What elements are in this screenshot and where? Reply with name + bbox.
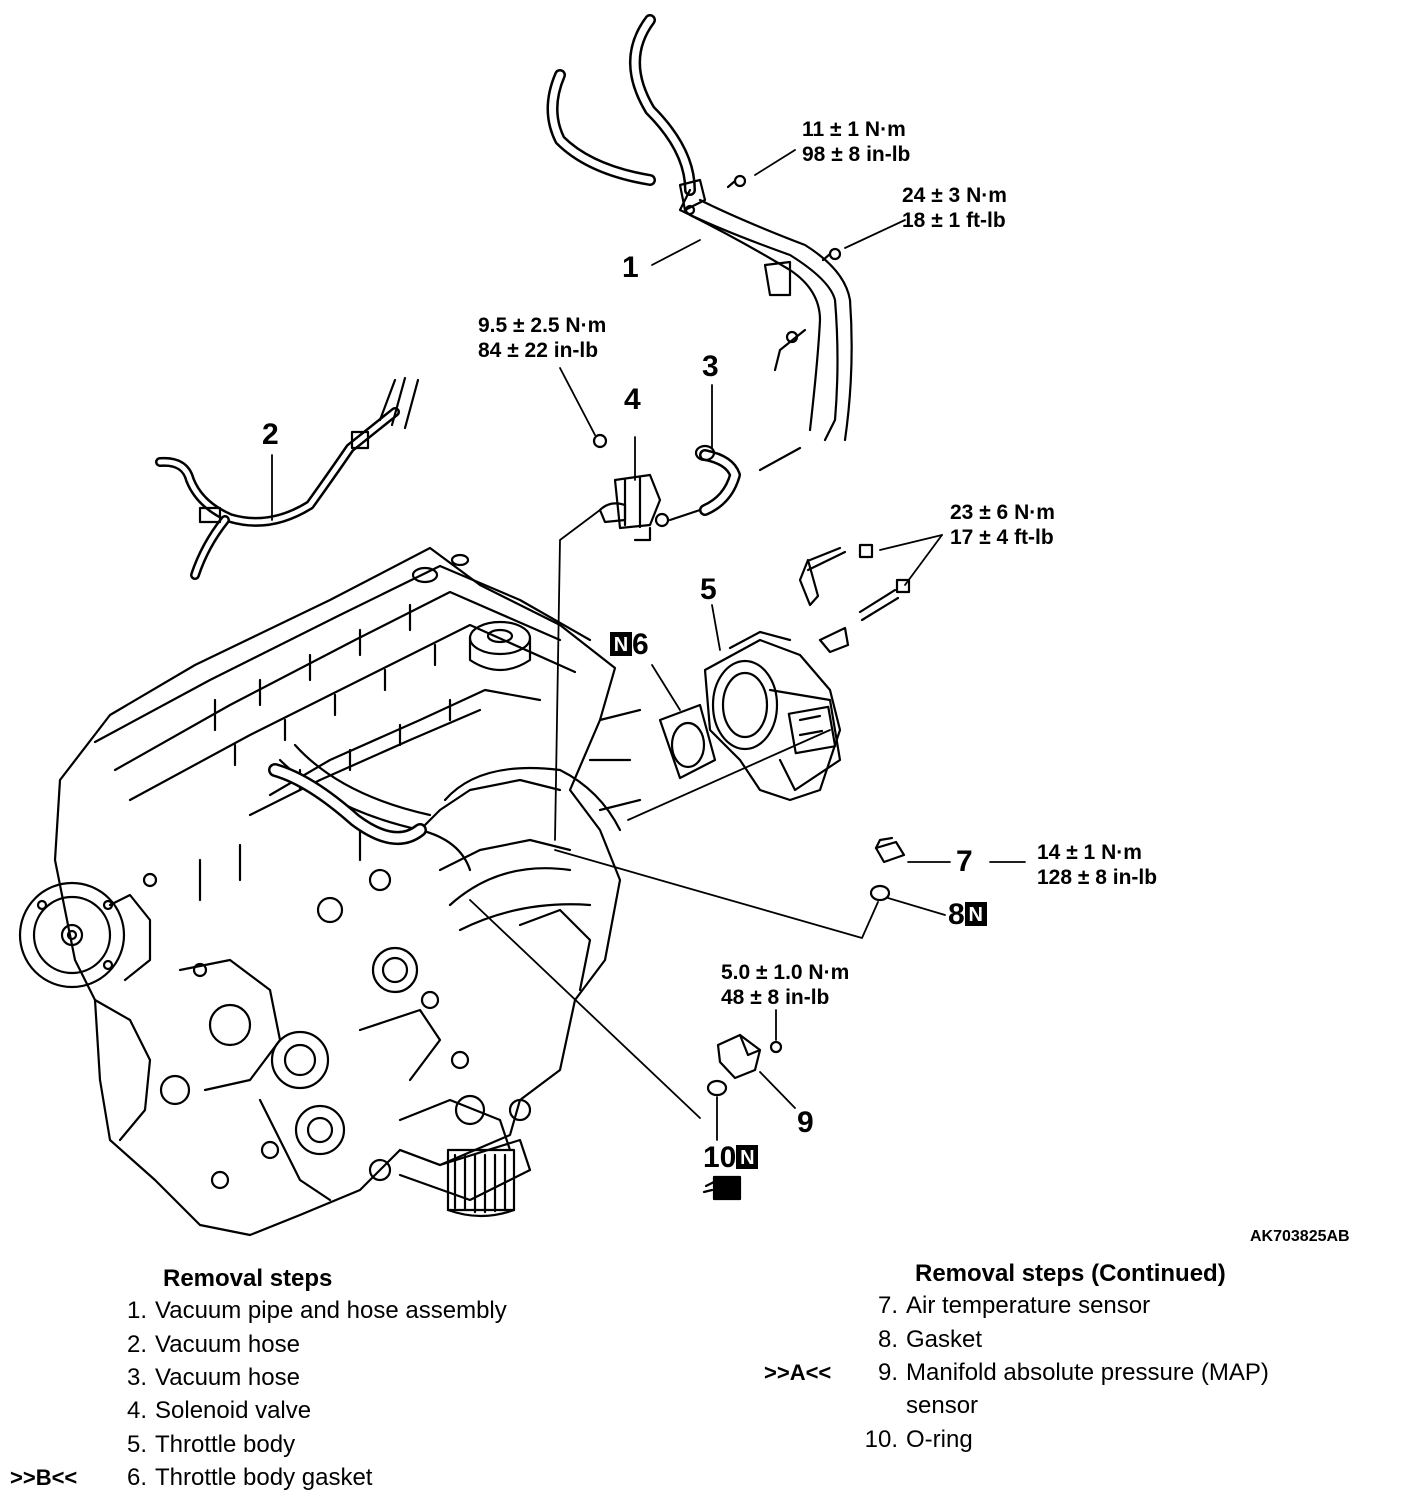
engine-exploded-diagram bbox=[18, 14, 1026, 1237]
removal-step-6: 6.Throttle body gasket bbox=[126, 1464, 373, 1491]
torque-spec-air-temp-sensor: 14 ± 1 N·m 128 ± 8 in-lb bbox=[1037, 841, 1158, 889]
callout-1: 1 bbox=[622, 251, 639, 284]
torque-spec-solenoid-bolt: 9.5 ± 2.5 N·m 84 ± 22 in-lb bbox=[478, 314, 607, 362]
throttle-body-5 bbox=[703, 543, 911, 802]
removal-step-2: 2.Vacuum hose bbox=[126, 1331, 300, 1358]
vacuum-hose-3 bbox=[668, 444, 802, 522]
removal-step-8: 8.Gasket bbox=[877, 1326, 983, 1353]
solenoid-valve-4 bbox=[592, 433, 670, 542]
removal-step-9: 9.Manifold absolute pressure (MAP) bbox=[877, 1359, 1269, 1386]
callout-3: 3 bbox=[702, 350, 719, 383]
engine-block bbox=[18, 546, 642, 1237]
leader-lines bbox=[271, 149, 1026, 1141]
removal-step-5: 5.Throttle body bbox=[126, 1431, 296, 1458]
o-ring-10 bbox=[706, 1079, 728, 1097]
throttle-gasket-6 bbox=[658, 703, 717, 780]
removal-step-4: 4.Solenoid valve bbox=[126, 1397, 312, 1424]
removal-step-1: 1.Vacuum pipe and hose assembly bbox=[126, 1297, 507, 1324]
callout-9: 9 bbox=[797, 1106, 814, 1139]
vacuum-pipe-assembly-1 bbox=[546, 14, 853, 442]
torque-spec-pipe-bolt-large: 24 ± 3 N·m 18 ± 1 ft-lb bbox=[902, 184, 1007, 232]
callout-5: 5 bbox=[700, 573, 717, 606]
removal-step-7: 7.Air temperature sensor bbox=[877, 1292, 1151, 1319]
step-6-marker: >>B<< bbox=[10, 1465, 78, 1490]
callout-4: 4 bbox=[624, 383, 641, 416]
removal-step-9-cont: sensor bbox=[906, 1392, 979, 1419]
step-9-marker: >>A<< bbox=[764, 1360, 832, 1385]
apply-oil-icon bbox=[702, 1175, 742, 1201]
callout-7: 7 bbox=[956, 845, 973, 878]
new-part-badge: N bbox=[610, 632, 632, 656]
new-part-badge: N bbox=[964, 902, 987, 926]
figure-code: AK703825AB bbox=[1250, 1228, 1350, 1245]
new-part-badge: N bbox=[736, 1145, 759, 1169]
removal-step-3: 3.Vacuum hose bbox=[126, 1364, 300, 1391]
torque-spec-map-sensor-bolt: 5.0 ± 1.0 N·m 48 ± 8 in-lb bbox=[721, 961, 850, 1009]
torque-spec-pipe-bolt-small: 11 ± 1 N·m 98 ± 8 in-lb bbox=[802, 118, 911, 166]
torque-spec-throttle-bolts: 23 ± 6 N·m 17 ± 4 ft-lb bbox=[950, 501, 1055, 549]
removal-step-10: 10.O-ring bbox=[864, 1426, 973, 1453]
callout-2: 2 bbox=[262, 418, 279, 451]
air-temp-sensor-7 bbox=[874, 836, 906, 864]
removal-steps-title: Removal steps bbox=[163, 1265, 333, 1292]
removal-steps-continued-title: Removal steps (Continued) bbox=[915, 1260, 1226, 1287]
vacuum-hose-2 bbox=[155, 376, 420, 580]
map-sensor-9 bbox=[716, 1033, 783, 1080]
gasket-8 bbox=[869, 884, 891, 902]
